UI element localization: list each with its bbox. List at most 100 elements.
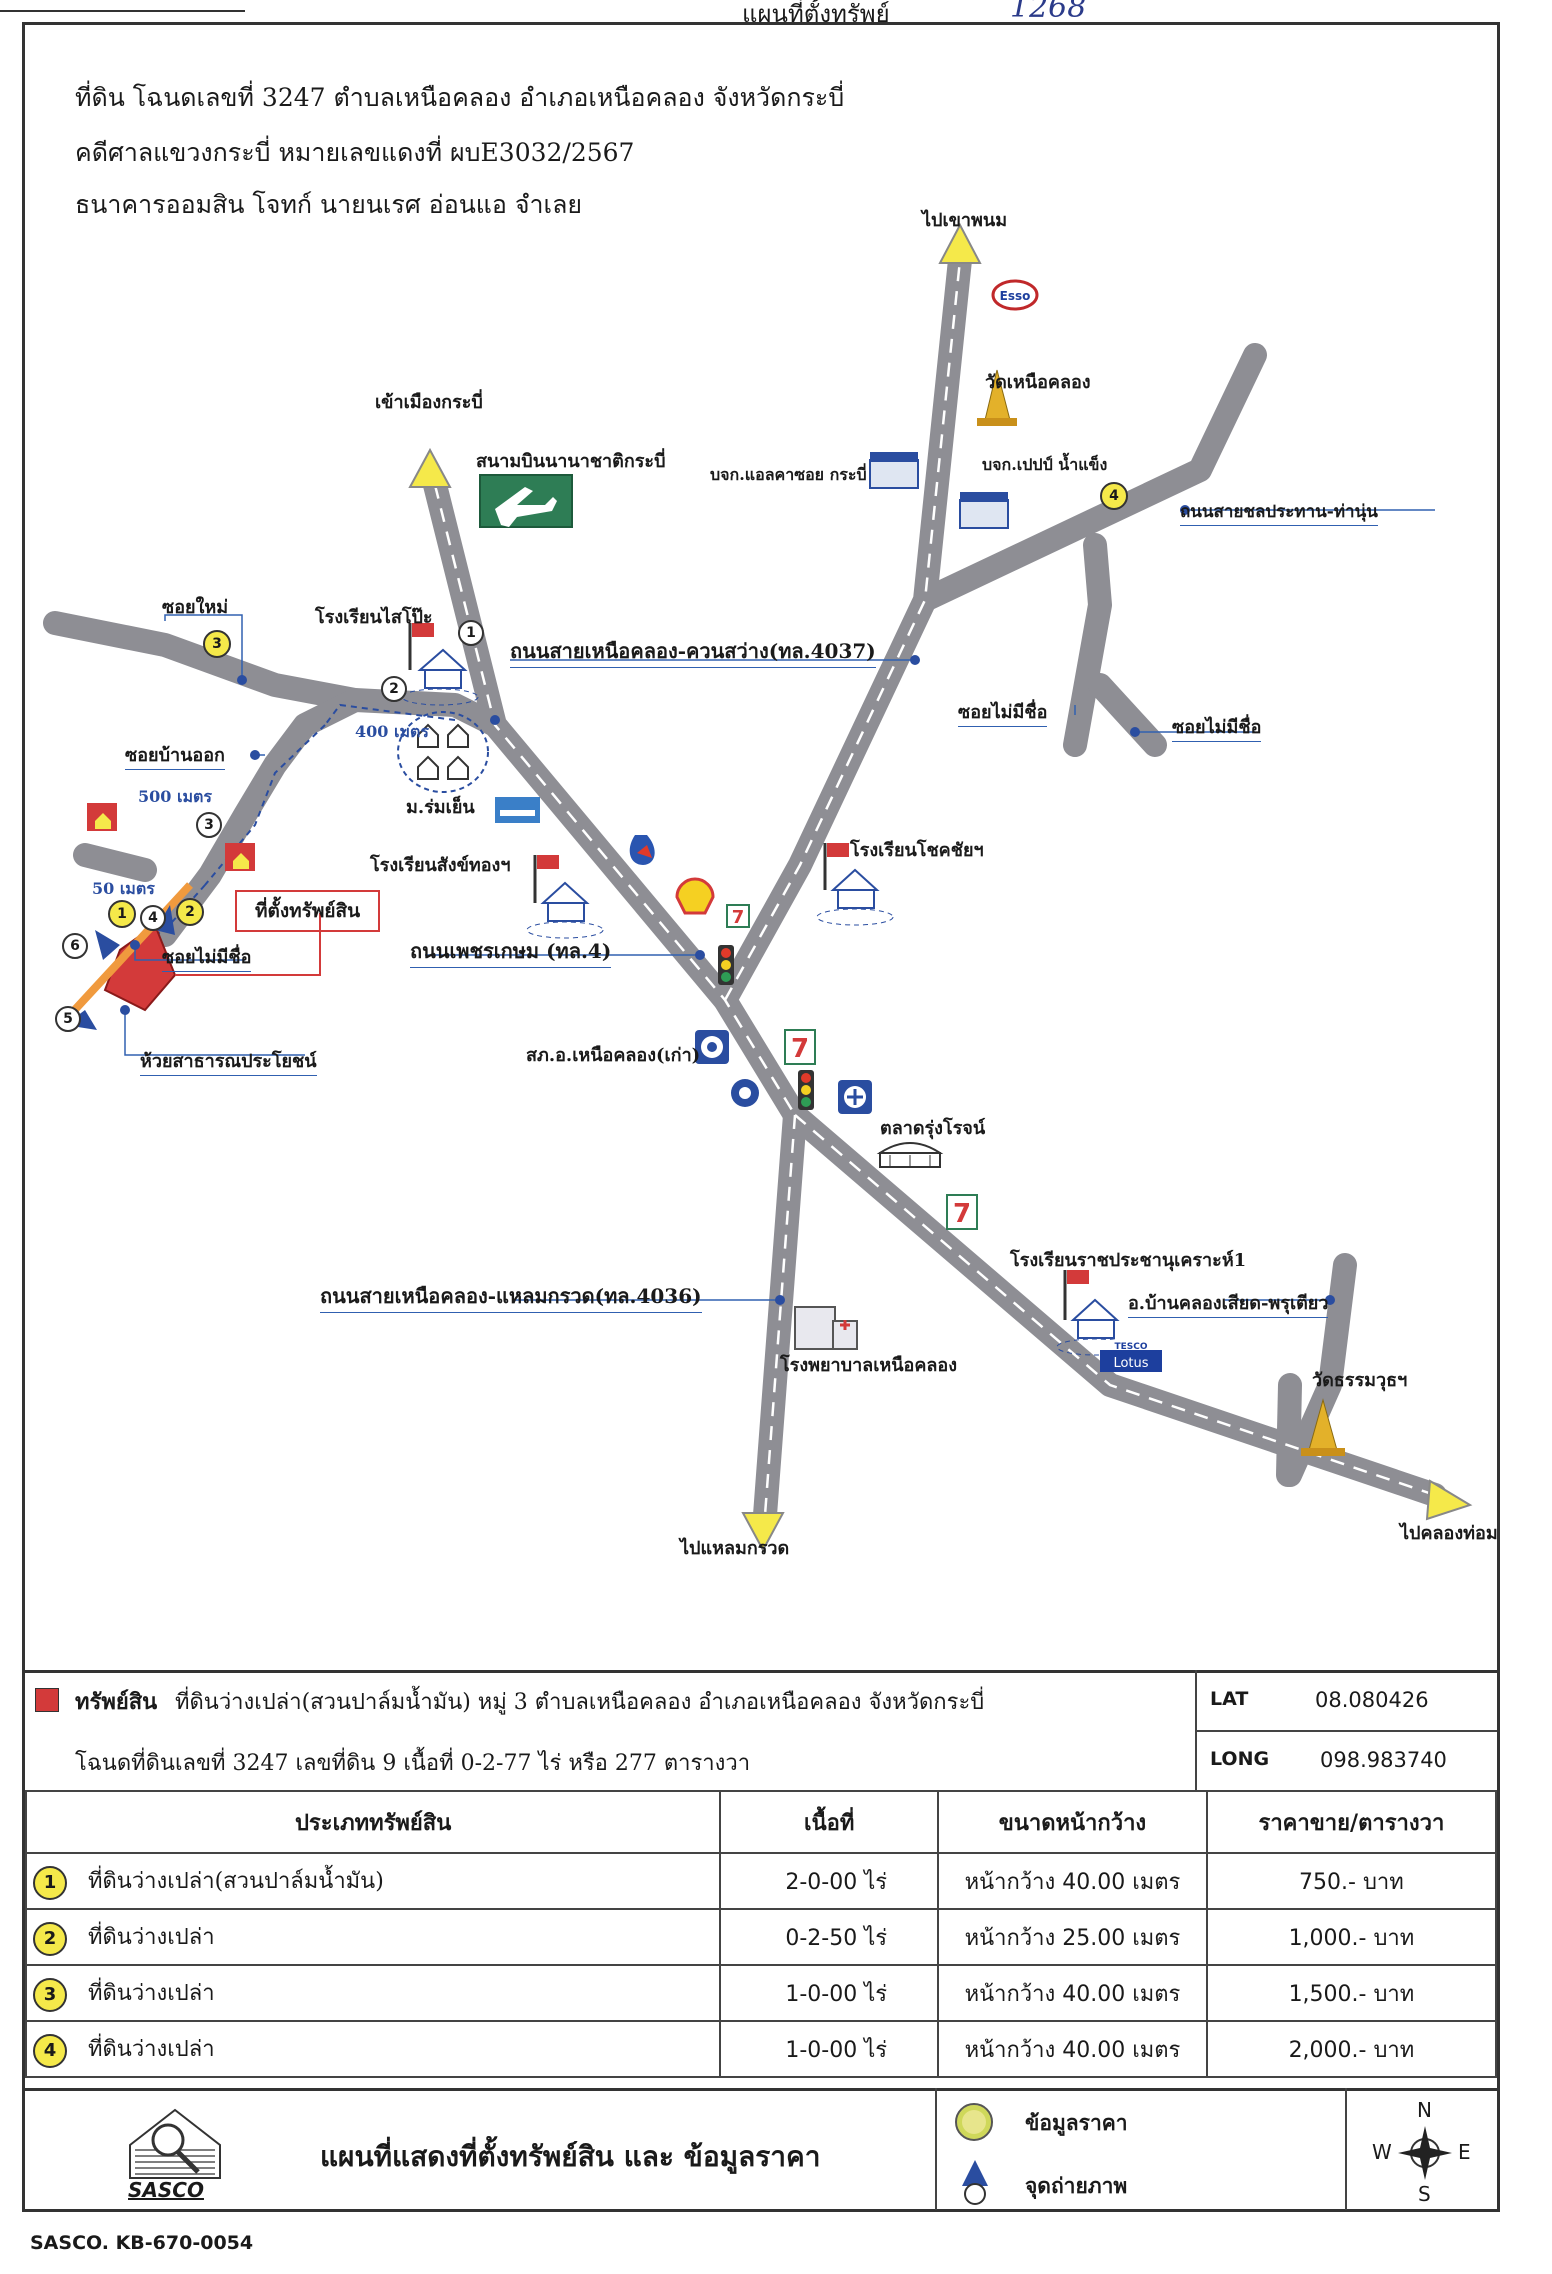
label-wat-nuea-khlong: วัดเหนือคลอง bbox=[985, 372, 1091, 393]
airplane-icon bbox=[495, 487, 557, 527]
divider bbox=[1345, 2088, 1347, 2210]
tesco-lotus-icon: TESCO Lotus bbox=[1100, 1340, 1162, 1372]
row-number-badge: 4 bbox=[33, 2033, 67, 2068]
label-dist-50: 50 เมตร bbox=[92, 879, 155, 898]
traffic-light-icon bbox=[798, 1070, 814, 1110]
top-left-rule bbox=[0, 10, 245, 12]
traffic-light-icon bbox=[718, 945, 734, 985]
label-road-4037: ถนนสายเหนือคลอง-ควนสว่าง(ทล.4037) bbox=[510, 635, 876, 668]
table-row: 1 ที่ดินว่างเปล่า(สวนปาล์มน้ำมัน) 2-0-00… bbox=[24, 1852, 1498, 1910]
soi-wat bbox=[1278, 1253, 1357, 1487]
esso-icon bbox=[991, 279, 1039, 311]
row-width: หน้ากว้าง 25.00 เมตร bbox=[937, 1908, 1208, 1966]
col-header-width: ขนาดหน้ากว้าง bbox=[937, 1790, 1208, 1854]
divider bbox=[1195, 1730, 1497, 1732]
price-legend-icon bbox=[955, 2103, 993, 2141]
row-area: 2-0-00 ไร่ bbox=[719, 1852, 940, 1910]
road-phetkasem bbox=[423, 473, 807, 1127]
footer-title: แผนที่แสดงที่ตั้งทรัพย์สิน และ ข้อมูลราค… bbox=[320, 2140, 821, 2173]
property-callout-line bbox=[175, 913, 321, 976]
svg-text:7: 7 bbox=[953, 1199, 971, 1229]
info-panel: ทรัพย์สิน ที่ดินว่างเปล่า(สวนปาล์มน้ำมัน… bbox=[24, 1670, 1498, 2210]
map-frame bbox=[22, 22, 1500, 2212]
long-label: LONG bbox=[1210, 1748, 1270, 1770]
label-to-khlong-thom: ไปคลองท่อม bbox=[1400, 1523, 1498, 1544]
lat-label: LAT bbox=[1210, 1688, 1249, 1710]
photo-marker-5: 5 bbox=[55, 1006, 81, 1032]
soi-unnamed-b bbox=[1088, 673, 1167, 757]
row-number-badge: 3 bbox=[33, 1977, 67, 2012]
sasco-logo: SASCO bbox=[120, 2100, 230, 2202]
label-airport: สนามบินนานาชาติกระบี่ bbox=[476, 451, 666, 472]
label-to-krabi-town: เข้าเมืองกระบี่ bbox=[375, 392, 483, 413]
arrow-east-icon bbox=[1425, 1479, 1473, 1521]
handwritten-number: 1268 bbox=[1010, 0, 1087, 25]
doc-code: SASCO. KB-670-0054 bbox=[30, 2232, 254, 2254]
table-row: 2 ที่ดินว่างเปล่า 0-2-50 ไร่ หน้ากว้าง 2… bbox=[24, 1908, 1498, 1966]
photo-marker-2: 2 bbox=[381, 676, 407, 702]
row-price: 1,000.- บาท bbox=[1205, 1908, 1498, 1966]
compass-icon: N S E W bbox=[1370, 2098, 1480, 2208]
airport-sign-icon bbox=[479, 474, 573, 528]
compass-s: S bbox=[1418, 2182, 1431, 2206]
label-soi-unnamed-a: ซอยไม่มีชื่อ bbox=[958, 697, 1048, 727]
photo-marker-3: 3 bbox=[196, 812, 222, 838]
house-icon bbox=[225, 843, 255, 871]
label-soi-mai: ซอยใหม่ bbox=[162, 597, 229, 618]
village-icon bbox=[397, 711, 489, 793]
col-header-price: ราคาขาย/ตารางวา bbox=[1205, 1790, 1498, 1854]
label-ice-factory: บจก.เปปป์ น้ำแข็ง bbox=[982, 455, 1108, 474]
label-dist-500: 500 เมตร bbox=[138, 787, 212, 806]
header-line-3: ธนาคารออมสิน โจทก์ นายนเรศ อ่อนแอ จำเลย bbox=[75, 190, 583, 219]
label-market: ตลาดรุ่งโรจน์ bbox=[880, 1118, 986, 1139]
property-deed: โฉนดที่ดินเลขที่ 3247 เลขที่ดิน 9 เนื้อท… bbox=[75, 1751, 751, 1776]
label-school-saipo: โรงเรียนไสโป๊ะ bbox=[315, 607, 433, 628]
svg-text:7: 7 bbox=[732, 907, 745, 928]
price-marker-1: 1 bbox=[108, 900, 136, 928]
hospital-icon bbox=[794, 1306, 858, 1350]
arrow-south-icon bbox=[741, 1512, 785, 1553]
compass-n: N bbox=[1417, 2098, 1432, 2122]
police-icon bbox=[695, 1030, 729, 1064]
school-icon bbox=[401, 623, 479, 706]
photo-marker-1: 1 bbox=[458, 620, 484, 646]
photo-legend-icon bbox=[960, 2160, 990, 2210]
divider bbox=[935, 2088, 937, 2210]
temple-icon bbox=[977, 369, 1017, 426]
long-value: 098.983740 bbox=[1320, 1748, 1447, 1772]
row-area: 1-0-00 ไร่ bbox=[719, 1964, 940, 2022]
table-header-row: ประเภททรัพย์สิน เนื้อที่ ขนาดหน้ากว้าง ร… bbox=[24, 1790, 1498, 1854]
junction-dots bbox=[120, 505, 1335, 1305]
legend-price-label: ข้อมูลราคา bbox=[1025, 2110, 1128, 2135]
label-soi-unnamed-c: ซอยไม่มีชื่อ bbox=[162, 942, 252, 972]
seven-eleven-icon: 7 bbox=[946, 1194, 978, 1230]
row-type: ที่ดินว่างเปล่า(สวนปาล์มน้ำมัน) bbox=[87, 1868, 384, 1894]
soi-unnamed-a bbox=[1063, 533, 1112, 757]
divider bbox=[25, 1670, 1497, 1673]
school-icon bbox=[526, 855, 604, 939]
label-ban-khlong-siat: อ.บ้านคลองเสียด-พรุเตียว bbox=[1128, 1288, 1329, 1318]
row-area: 0-2-50 ไร่ bbox=[719, 1908, 940, 1966]
label-school-chokchai: โรงเรียนโชคชัยฯ bbox=[850, 840, 984, 861]
photo-marker-6: 6 bbox=[62, 933, 88, 959]
header-line-2: คดีศาลแขวงกระบี่ หมายเลขแดงที่ ผบE3032/2… bbox=[75, 138, 635, 167]
divider bbox=[25, 2088, 1497, 2091]
bank-icon bbox=[838, 1080, 872, 1114]
soi-wat-b bbox=[1276, 1373, 1302, 1487]
property-location-box: ที่ตั้งทรัพย์สิน bbox=[235, 890, 381, 932]
factory-icon bbox=[869, 452, 919, 489]
row-price: 1,500.- บาท bbox=[1205, 1964, 1498, 2022]
road-network bbox=[43, 222, 1473, 1553]
row-area: 1-0-00 ไร่ bbox=[719, 2020, 940, 2078]
property-desc: ที่ดินว่างเปล่า(สวนปาล์มน้ำมัน) หมู่ 3 ต… bbox=[175, 1690, 985, 1715]
table-row: 3 ที่ดินว่างเปล่า 1-0-00 ไร่ หน้ากว้าง 4… bbox=[24, 1964, 1498, 2022]
compass-e: E bbox=[1458, 2140, 1471, 2164]
leader-lines bbox=[124, 509, 1435, 1301]
soi-stub bbox=[73, 843, 157, 882]
label-village: ม.ร่มเย็น bbox=[406, 797, 475, 818]
lat-value: 08.080426 bbox=[1315, 1688, 1429, 1712]
seven-eleven-icon: 7 bbox=[784, 1029, 816, 1065]
col-header-area: เนื้อที่ bbox=[719, 1790, 940, 1854]
arrow-north-icon bbox=[938, 222, 982, 264]
label-dist-400: 400 เมตร bbox=[355, 722, 429, 741]
